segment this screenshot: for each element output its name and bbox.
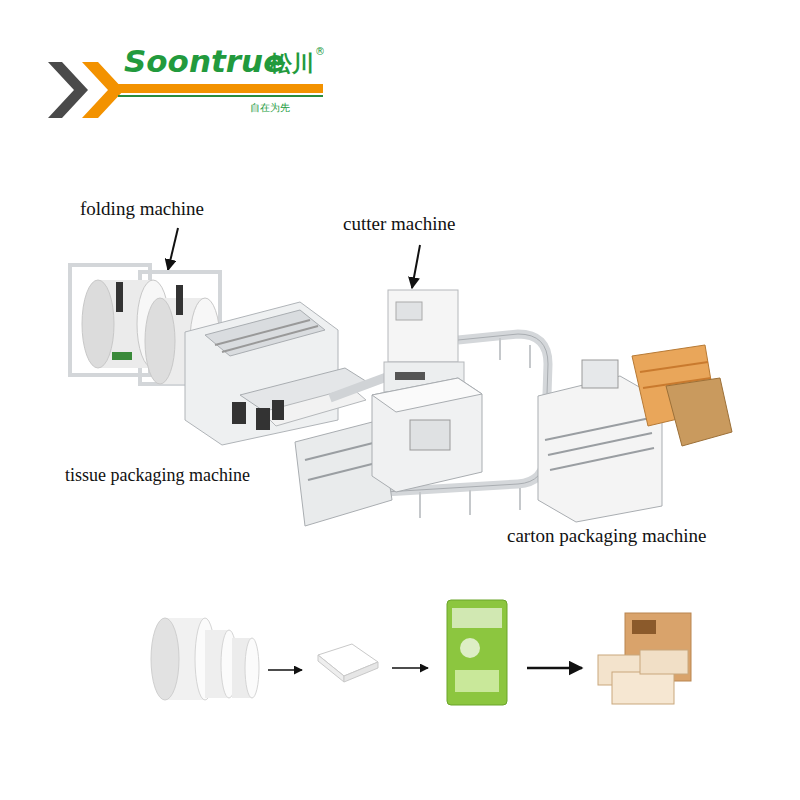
paper-roll-end (82, 280, 114, 368)
pack-graphic (460, 638, 480, 658)
packer-body (372, 378, 482, 492)
roller-line (550, 448, 654, 470)
tissue-log-side (318, 655, 344, 682)
machine-label: tissue packaging machine (65, 466, 250, 486)
motor (232, 402, 246, 424)
folder-rollers (205, 310, 325, 356)
pack-panel (455, 670, 499, 692)
case-packer-head (582, 360, 618, 388)
tissue-log-side (344, 662, 378, 682)
paper-roll-end (145, 298, 175, 384)
roller-line (222, 326, 318, 352)
flow-arrow (268, 669, 302, 671)
folding-machine-illustration (70, 265, 372, 445)
tissue-packaging-machine-illustration (295, 378, 482, 526)
machine-label: carton packaging machine (507, 526, 706, 547)
conveyor-leg (469, 490, 471, 515)
folder-body (185, 302, 338, 445)
brand-slogan: 自在为先 (250, 102, 290, 113)
cutter-blade-slot (395, 372, 425, 380)
parent-roll-end (245, 638, 259, 698)
product-flow (151, 600, 691, 705)
carton-stack-line (640, 362, 708, 372)
leader-arrow (412, 245, 420, 288)
conveyor-leg (499, 338, 501, 360)
control-panel (396, 302, 422, 320)
conveyor-leg (519, 488, 521, 510)
motor (256, 408, 270, 430)
parent-roll-end (151, 618, 179, 700)
machine-label: cutter machine (343, 214, 455, 235)
machine-label: folding machine (80, 199, 204, 220)
tissue-pack (447, 600, 507, 705)
logo-bar-orange (118, 84, 323, 93)
brand-name: Soontrue (124, 44, 284, 78)
leader-arrows (168, 228, 420, 288)
pneumatic-cylinder (176, 285, 183, 315)
cutter-machine-illustration (384, 290, 464, 392)
retail-box (612, 672, 674, 704)
motor (272, 400, 284, 420)
logo-chevron-orange (82, 62, 124, 118)
roll-brake (112, 352, 132, 360)
carton-packaging-machine-illustration (538, 345, 732, 522)
flow-arrow (527, 667, 582, 670)
logo-chevron-gray (48, 62, 88, 118)
cutter-cabinet (388, 290, 458, 362)
pack-handle (452, 608, 502, 628)
leader-arrow (168, 228, 178, 270)
flow-arrow (392, 667, 428, 669)
conveyor-leg (419, 492, 421, 518)
packer-top (372, 378, 482, 412)
conveyor-leg (529, 345, 531, 368)
cardboard-sheet (666, 378, 732, 446)
brand-name-chinese: 松川 (270, 52, 314, 76)
registered-mark: ® (315, 46, 325, 57)
packer-door (410, 420, 450, 450)
pneumatic-cylinder (116, 282, 123, 312)
retail-box (640, 650, 688, 674)
carton-print (632, 620, 656, 634)
logo-bar-green (118, 95, 323, 97)
